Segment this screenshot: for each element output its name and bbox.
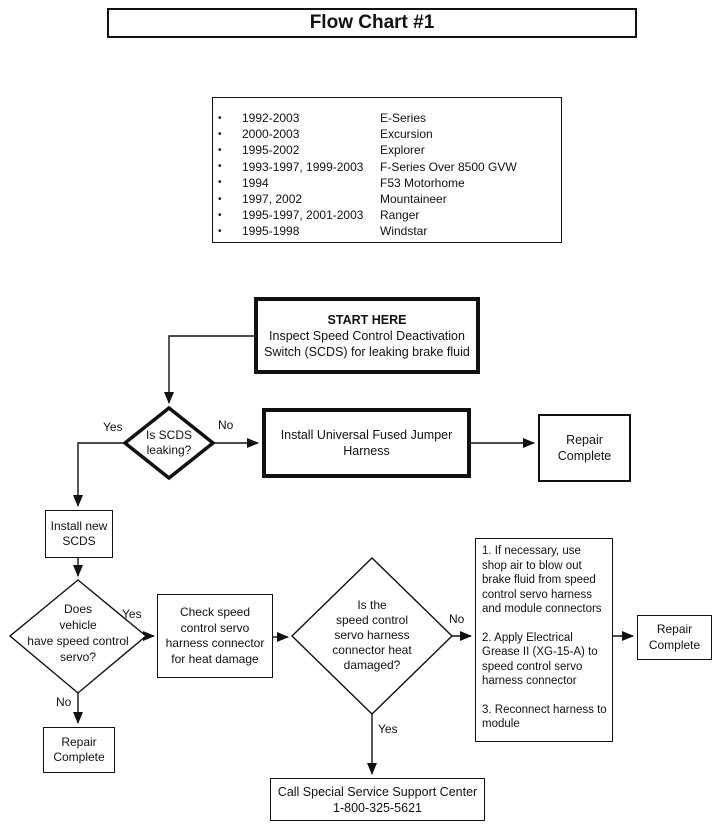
bullet: •	[218, 161, 222, 173]
vehicle-row: • 1993-1997, 1999-2003 F-Series Over 850…	[213, 159, 561, 175]
vehicle-model: Excursion	[380, 127, 433, 142]
repair-complete-left-node: Repair Complete	[43, 727, 115, 773]
bullet: •	[218, 177, 222, 189]
vehicle-model: E-Series	[380, 111, 427, 126]
check-harness-node: Check speed control servo harness connec…	[157, 594, 273, 678]
start-heading: START HERE	[327, 312, 407, 327]
connector-start-to-decision1	[164, 335, 254, 404]
vehicle-row: • 1995-1998 Windstar	[213, 223, 561, 239]
repair-step-1: 1. If necessary, use shop air to blow ou…	[482, 545, 602, 615]
vehicle-years: 1992-2003	[242, 111, 300, 126]
vehicle-years: 1993-1997, 1999-2003	[242, 159, 364, 174]
bullet: •	[218, 144, 222, 156]
decision-diamond-has-servo	[8, 579, 148, 694]
decision-diamond-heat-damaged	[290, 557, 454, 715]
decision-scds-leaking-label: Is SCDS leaking?	[145, 428, 192, 457]
bullet: •	[218, 128, 222, 140]
branch-label-yes-1: Yes	[103, 420, 123, 434]
vehicle-list-box: • 1992-2003 E-Series • 2000-2003 Excursi…	[212, 97, 562, 243]
vehicle-model: Explorer	[380, 143, 425, 158]
repair-step-2: 2. Apply Electrical Grease II (XG-15-A) …	[482, 631, 598, 688]
branch-label-no-2: No	[56, 695, 72, 709]
install-jumper-node: Install Universal Fused Jumper Harness	[262, 408, 471, 478]
vehicle-years: 1994	[242, 175, 269, 190]
vehicle-years: 2000-2003	[242, 127, 300, 142]
branch-label-yes-2: Yes	[122, 607, 142, 621]
bullet: •	[218, 209, 222, 221]
bullet: •	[218, 112, 222, 124]
connector-yes-to-install-scds	[73, 442, 125, 507]
vehicle-row: • 1997, 2002 Mountaineer	[213, 191, 561, 207]
vehicle-model: Mountaineer	[380, 192, 447, 207]
vehicle-row: • 2000-2003 Excursion	[213, 126, 561, 142]
vehicle-years: 1995-1997, 2001-2003	[242, 208, 364, 223]
vehicle-model: F53 Motorhome	[380, 175, 465, 190]
call-center-text: Call Special Service Support Center	[277, 784, 478, 799]
vehicle-row: • 1995-2002 Explorer	[213, 142, 561, 158]
vehicle-model: Windstar	[380, 224, 428, 239]
vehicle-model: F-Series Over 8500 GVW	[380, 159, 517, 174]
vehicle-row: • 1994 F53 Motorhome	[213, 175, 561, 191]
repair-steps-node: 1. If necessary, use shop air to blow ou…	[475, 538, 613, 742]
start-node: START HERE Inspect Speed Control Deactiv…	[254, 297, 480, 374]
call-center-node: Call Special Service Support Center 1-80…	[270, 778, 485, 821]
decision-heat-damaged-label: Is the speed control servo harness conne…	[332, 598, 412, 672]
vehicle-years: 1995-1998	[242, 224, 300, 239]
vehicle-row: • 1992-2003 E-Series	[213, 110, 561, 126]
branch-label-no-3: No	[449, 612, 465, 626]
vehicle-years: 1997, 2002	[242, 192, 303, 207]
bullet: •	[218, 225, 222, 237]
vehicle-model: Ranger	[380, 208, 420, 223]
start-instruction: Inspect Speed Control Deactivation Switc…	[264, 328, 470, 359]
call-center-phone: 1-800-325-5621	[333, 800, 422, 815]
repair-complete-right-node: Repair Complete	[637, 615, 712, 660]
vehicle-years: 1995-2002	[242, 143, 300, 158]
bullet: •	[218, 193, 222, 205]
repair-complete-top-node: Repair Complete	[538, 414, 631, 482]
branch-label-yes-3: Yes	[378, 722, 398, 736]
repair-step-3: 3. Reconnect harness to module	[482, 703, 607, 731]
page-title: Flow Chart #1	[309, 12, 435, 33]
branch-label-no-1: No	[218, 418, 234, 432]
decision-diamond-scds-leaking	[122, 405, 216, 481]
install-new-scds-node: Install new SCDS	[45, 510, 113, 558]
vehicle-row: • 1995-1997, 2001-2003 Ranger	[213, 207, 561, 223]
chart-title-box: Flow Chart #1	[107, 8, 637, 38]
decision-has-servo-label: Does vehicle have speed control servo?	[27, 602, 129, 664]
